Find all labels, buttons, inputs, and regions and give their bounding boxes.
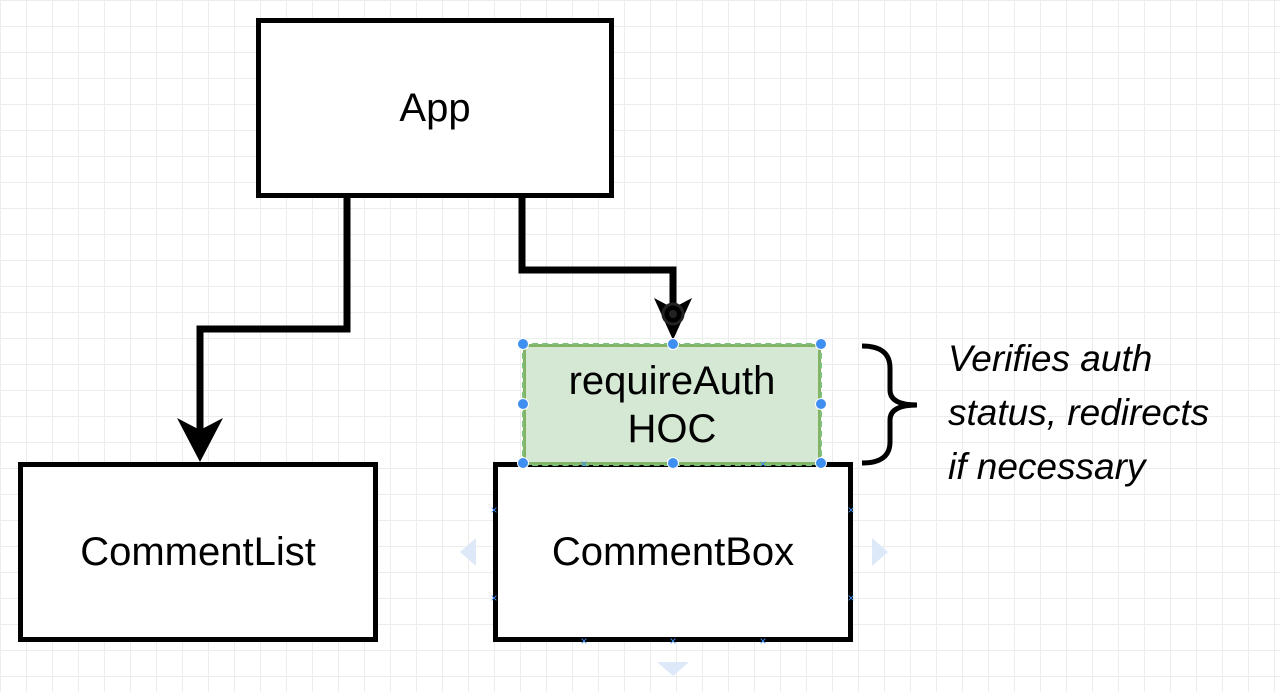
node-requireauth-label: requireAuth HOC (568, 358, 776, 451)
edge-app-to-commentlist-arrowhead (177, 418, 223, 462)
connection-point-icon[interactable]: × (669, 634, 677, 648)
resize-handle-right[interactable] (815, 398, 827, 410)
edge-app-to-commentlist[interactable] (196, 197, 351, 445)
node-commentbox[interactable]: CommentBox (493, 462, 853, 642)
connection-point-icon[interactable]: × (759, 457, 767, 471)
edge-app-to-requireauth[interactable] (518, 197, 677, 316)
connection-point-icon[interactable]: × (847, 591, 855, 605)
connection-point-icon[interactable]: × (490, 503, 498, 517)
node-app[interactable]: App (256, 18, 614, 198)
clone-right-arrow-icon[interactable] (872, 538, 888, 566)
connection-point-icon[interactable]: × (580, 457, 588, 471)
node-requireauth[interactable]: requireAuth HOC (522, 343, 822, 466)
clone-left-arrow-icon[interactable] (460, 538, 476, 566)
node-commentlist[interactable]: CommentList (18, 462, 378, 642)
curly-brace-icon (861, 343, 918, 466)
resize-handle-left[interactable] (517, 398, 529, 410)
connection-point-icon[interactable]: × (490, 591, 498, 605)
resize-handle-bottom-right[interactable] (815, 457, 827, 469)
node-app-label: App (399, 86, 471, 130)
resize-handle-top[interactable] (667, 338, 679, 350)
resize-handle-bottom-left[interactable] (517, 457, 529, 469)
node-commentbox-label: CommentBox (551, 530, 795, 574)
rotate-handle-icon[interactable] (661, 302, 685, 326)
connection-point-icon[interactable]: × (847, 503, 855, 517)
node-commentlist-label: CommentList (80, 530, 316, 574)
resize-handle-bottom[interactable] (667, 457, 679, 469)
resize-handle-top-right[interactable] (815, 338, 827, 350)
annotation-text[interactable]: Verifies auth status, redirects if neces… (948, 338, 1210, 487)
connection-point-icon[interactable]: × (580, 634, 588, 648)
clone-down-arrow-icon[interactable] (657, 662, 689, 676)
resize-handle-top-left[interactable] (517, 338, 529, 350)
connection-point-icon[interactable]: × (759, 634, 767, 648)
